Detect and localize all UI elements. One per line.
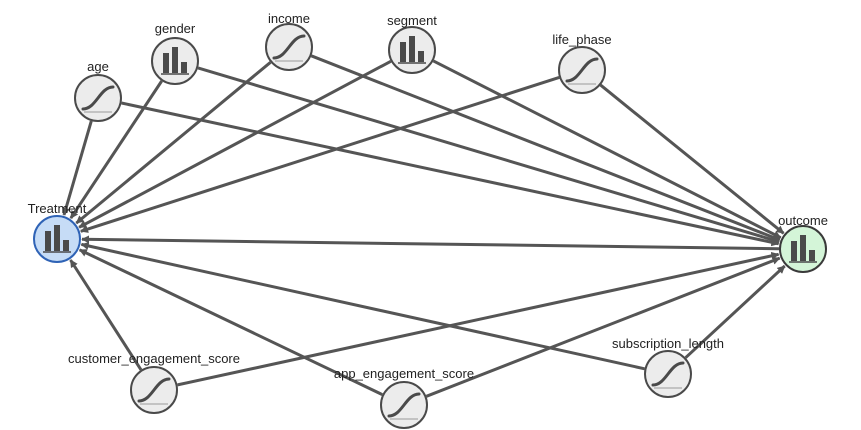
edge-subscription_length-to-outcome[interactable] [684,264,786,359]
edge-subscription_length-to-treatment[interactable] [80,242,645,371]
edge-income-to-treatment[interactable] [75,61,272,225]
node-outcome[interactable]: outcome [778,213,828,273]
edge-age-to-outcome[interactable] [121,101,780,247]
node-life_phase[interactable]: life_phase [552,32,612,94]
node-label-segment: segment [387,13,437,28]
edge-outcome-to-treatment[interactable] [81,235,780,251]
edge-life_phase-to-outcome[interactable] [599,83,785,235]
s-curve-icon [651,361,685,389]
node-label-app_engagement_score: app_engagement_score [334,366,474,381]
bar-chart-icon [398,36,426,64]
bar-chart-icon [789,235,817,263]
edge-income-to-outcome[interactable] [310,54,781,242]
bar-chart-icon [161,47,189,75]
node-subscription_length[interactable]: subscription_length [612,336,724,398]
edge-gender-to-treatment[interactable] [69,80,163,220]
s-curve-icon [387,392,421,420]
nodes-layer: Treatment outcome age gender income segment li… [28,11,828,429]
node-gender[interactable]: gender [151,21,199,85]
node-age[interactable]: age [74,59,122,122]
s-curve-icon [137,377,171,405]
edge-life_phase-to-treatment[interactable] [80,75,560,233]
node-segment[interactable]: segment [387,13,437,74]
edge-segment-to-outcome[interactable] [432,59,782,240]
node-label-outcome: outcome [778,213,828,228]
edge-age-to-treatment[interactable] [62,120,93,216]
bar-chart-icon [43,225,71,253]
node-label-treatment: Treatment [28,201,87,216]
s-curve-icon [81,85,115,113]
node-app_engagement_score[interactable]: app_engagement_score [334,366,474,429]
edges-layer [62,54,786,398]
node-label-customer_engagement_score: customer_engagement_score [68,351,240,366]
node-label-life_phase: life_phase [552,32,611,47]
edge-app_engagement_score-to-treatment[interactable] [78,248,383,396]
node-label-income: income [268,11,310,26]
s-curve-icon [565,57,599,85]
node-treatment[interactable]: Treatment [28,201,87,263]
node-customer_engagement_score[interactable]: customer_engagement_score [68,351,240,414]
edge-customer_engagement_score-to-treatment[interactable] [69,259,143,371]
node-label-gender: gender [155,21,196,36]
node-income[interactable]: income [265,11,313,71]
node-label-age: age [87,59,109,74]
edge-app_engagement_score-to-outcome[interactable] [425,256,781,398]
s-curve-icon [272,34,306,62]
edge-segment-to-treatment[interactable] [78,59,392,229]
node-label-subscription_length: subscription_length [612,336,724,351]
edge-gender-to-outcome[interactable] [197,66,780,244]
edge-customer_engagement_score-to-outcome[interactable] [177,251,780,387]
